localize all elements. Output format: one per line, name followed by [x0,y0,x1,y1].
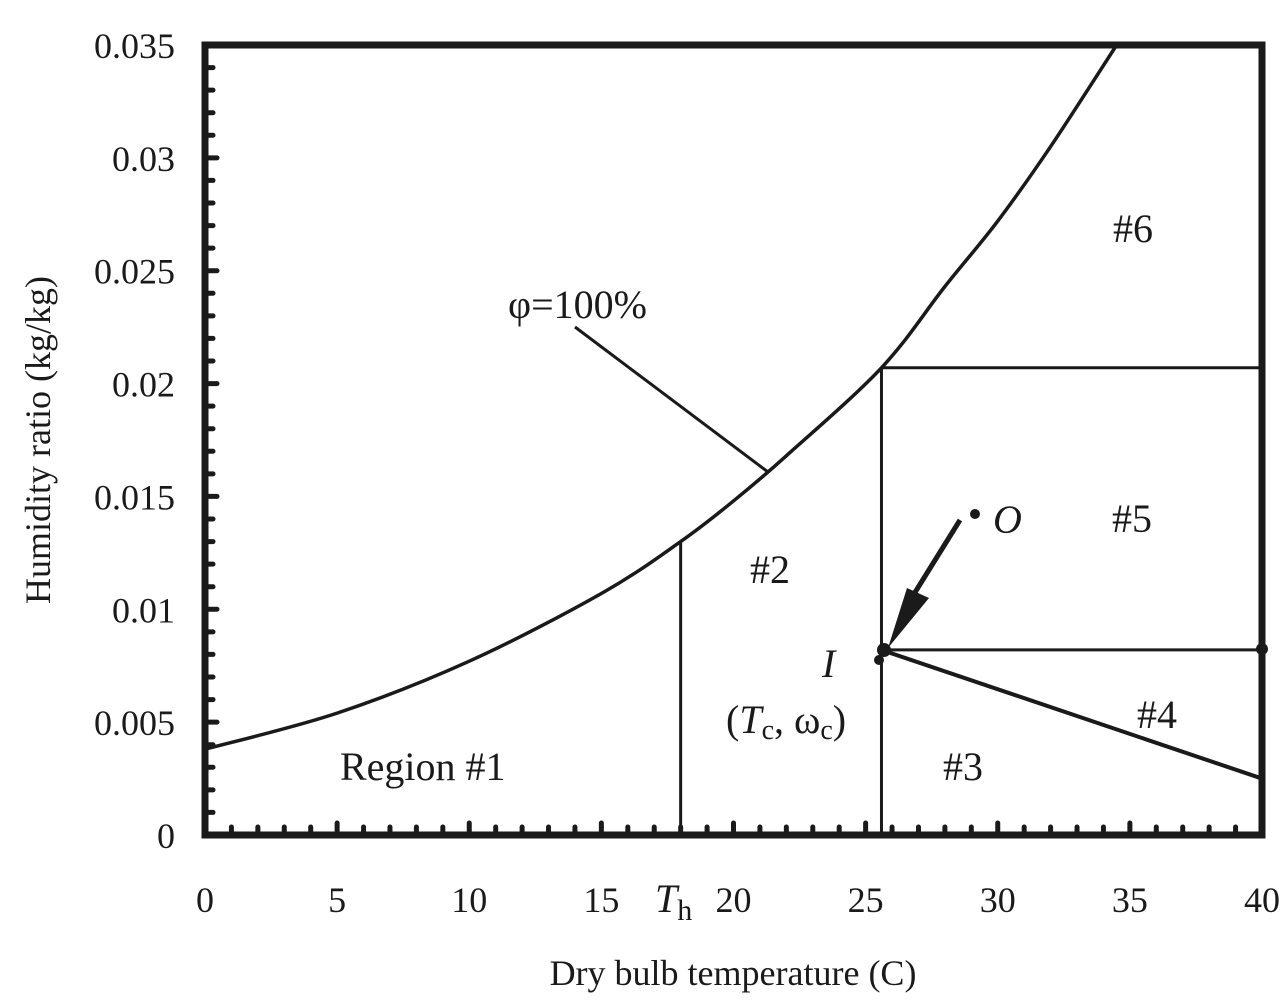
point-I-label: I [821,641,837,686]
region-4-label: #4 [1137,692,1177,737]
y-tick-label: 0.035 [94,26,175,66]
saturation-curve [204,44,1119,751]
arrow-head-icon [888,588,929,648]
x-tick-label: 25 [848,880,884,920]
x-tick-label: 15 [583,880,619,920]
x-tick-label: 35 [1112,880,1148,920]
point-I-marker [877,643,891,657]
x-tick-label: 5 [328,880,346,920]
right-edge-marker [1256,643,1268,655]
y-tick-labels: 0 0.005 0.01 0.015 0.02 0.025 0.03 0.035 [94,26,175,856]
x-axis-title: Dry bulb temperature (C) [550,953,917,993]
region-5-label: #5 [1112,496,1152,541]
arrow-shaft [911,518,963,596]
x-tick-label: 0 [196,880,214,920]
y-tick-label: 0 [157,816,175,856]
phi-annotation: φ=100% [508,282,647,327]
point-I-coordinates: (Tc, ωc) [726,697,846,746]
region-2-label: #2 [750,547,790,592]
x-tick-labels: 0 5 10 15 20 25 30 35 40 [196,880,1280,920]
y-tick-label: 0.015 [94,477,175,517]
x-tick-label: 30 [980,880,1016,920]
phi-leader-line [574,325,769,474]
region-6-label: #6 [1113,206,1153,251]
plot-frame [201,41,1266,839]
point-O-label: O [993,497,1022,542]
region-boundaries [679,366,1263,835]
y-tick-label: 0.005 [94,703,175,743]
x-tick-label: 40 [1244,880,1280,920]
region-1-label: Region #1 [340,744,506,789]
point-I-marker-secondary [874,655,884,665]
region-3-label: #3 [943,744,983,789]
x-tick-label: 10 [451,880,487,920]
boundary-line [880,648,1263,781]
y-axis-title: Humidity ratio (kg/kg) [18,276,58,604]
Th-label: Th [655,876,692,927]
y-tick-label: 0.01 [112,590,175,630]
y-tick-label: 0.03 [112,139,175,179]
point-O-marker [970,509,980,519]
x-tick-label: 20 [716,880,752,920]
y-tick-label: 0.02 [112,365,175,405]
y-tick-label: 0.025 [94,252,175,292]
